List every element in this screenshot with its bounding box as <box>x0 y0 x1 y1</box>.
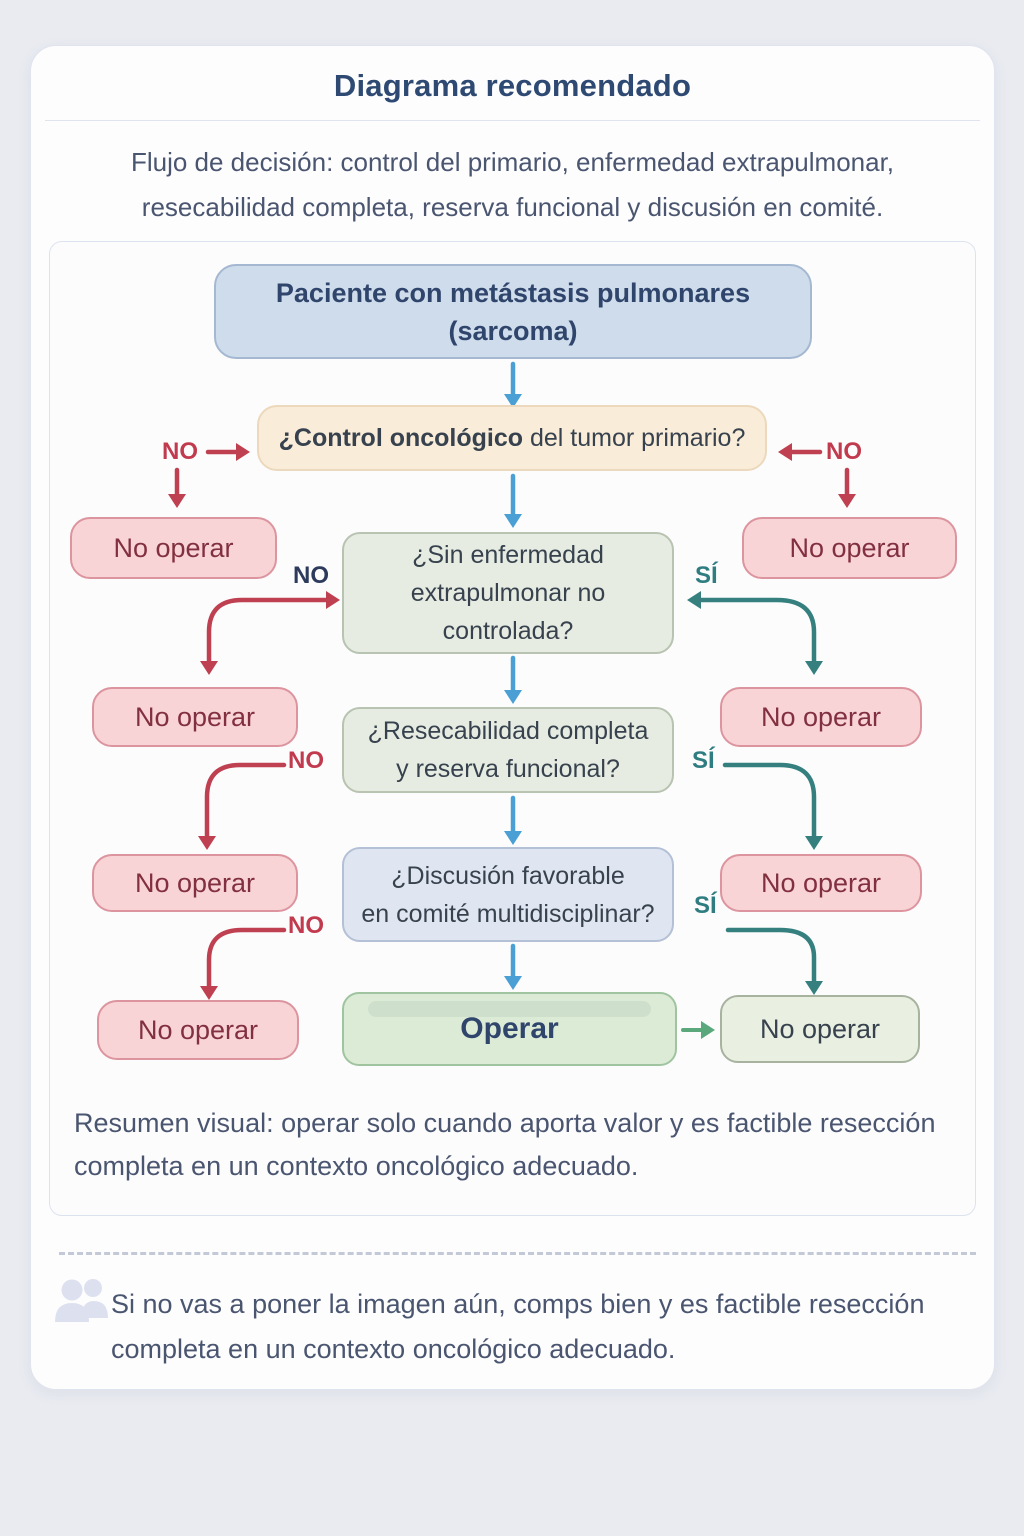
node-no-operar-2-left: No operar <box>92 687 298 747</box>
start-line2: (sarcoma) <box>448 315 578 346</box>
label-si-row3: SÍ <box>692 747 715 774</box>
label-no-row2: NO <box>293 562 329 589</box>
node-q4-comite: ¿Discusión favorable en comité multidisc… <box>342 847 674 942</box>
node-no-operar-4-left: No operar <box>97 1000 299 1060</box>
node-operar: Operar <box>342 992 677 1066</box>
page-title: Diagrama recomendado <box>333 68 692 103</box>
node-q3-resecabilidad: ¿Resecabilidad completa y reserva funcio… <box>342 707 674 793</box>
q4-line2: en comité multidisciplinar? <box>361 899 655 928</box>
start-line1: Paciente con metástasis pulmonares <box>275 277 751 308</box>
label-no-row1-right: NO <box>826 438 862 465</box>
arrow-q3-to-q4 <box>504 795 522 845</box>
main-card: Diagrama recomendado Flujo de decisión: … <box>30 45 995 1390</box>
node-no-operar-2-right: No operar <box>720 687 922 747</box>
dashed-divider <box>59 1252 976 1255</box>
arrow-operar-to-right <box>681 1021 715 1039</box>
label-si-row2: SÍ <box>695 562 718 589</box>
node-q1-control-oncologico: ¿Control oncológico del tumor primario? <box>257 405 767 471</box>
node-q2-enfermedad-extrapulmonar: ¿Sin enfermedad extrapulmonar no control… <box>342 532 674 654</box>
arrow-si4-curve <box>725 927 823 995</box>
q3-line1: ¿Resecabilidad completa <box>367 717 649 745</box>
arrow-no2-curve <box>200 591 340 675</box>
label-no-row1-left: NO <box>162 438 198 465</box>
arrow-si3-curve <box>722 762 823 850</box>
people-icon <box>51 1274 111 1337</box>
node-start-patient: Paciente con metástasis pulmonares (sarc… <box>214 264 812 359</box>
arrow-si2-curve <box>687 591 823 675</box>
operar-label: Operar <box>460 1012 559 1045</box>
q3-line2: y reserva funcional? <box>396 755 620 783</box>
label-si-row4: SÍ <box>694 892 717 919</box>
arrow-no4-curve <box>200 927 287 1000</box>
arrow-no1-left-in <box>205 443 250 461</box>
node-no-operar-3-right: No operar <box>720 854 922 912</box>
q1-text-bold: ¿Control oncológico <box>278 423 524 452</box>
node-no-operar-1-left: No operar <box>70 517 277 579</box>
q2-line1: ¿Sin enfermedad <box>412 541 604 569</box>
subtitle: Flujo de decisión: control del primario,… <box>130 147 895 222</box>
arrow-start-to-q1 <box>504 361 522 408</box>
node-no-operar-4-right: No operar <box>720 995 920 1063</box>
arrow-no3-curve <box>198 762 287 850</box>
title-divider <box>45 120 980 121</box>
arrow-no1-left-down <box>168 467 186 508</box>
flowchart-panel: Paciente con metástasis pulmonares (sarc… <box>49 241 976 1216</box>
arrow-q4-to-operar <box>504 943 522 990</box>
visual-summary: Resumen visual: operar solo cuando aport… <box>74 1108 936 1181</box>
label-no-row4: NO <box>288 912 324 939</box>
arrow-q2-to-q3 <box>504 655 522 704</box>
q2-line3: controlada? <box>442 617 574 645</box>
q1-text-rest: del tumor primario? <box>530 423 746 452</box>
footer-note: Si no vas a poner la imagen aún, comps b… <box>111 1289 925 1364</box>
node-no-operar-3-left: No operar <box>92 854 298 912</box>
arrow-q1-to-q2 <box>504 473 522 528</box>
q4-line1: ¿Discusión favorable <box>391 861 625 890</box>
q2-line2: extrapulmonar no <box>410 579 606 607</box>
node-no-operar-1-right: No operar <box>742 517 957 579</box>
arrow-no1-right-down <box>838 467 856 508</box>
label-no-row3: NO <box>288 747 324 774</box>
arrow-no1-right-in <box>778 443 823 461</box>
